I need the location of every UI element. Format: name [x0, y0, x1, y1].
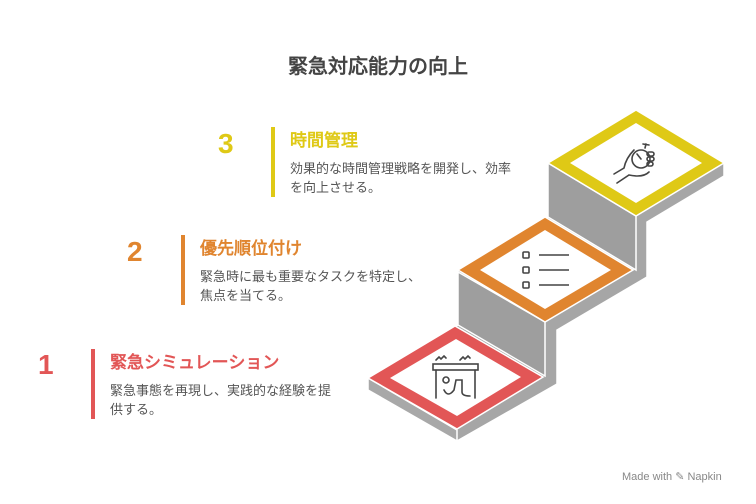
step-2-number: 2	[127, 236, 143, 267]
step-3-tile-inner	[570, 123, 702, 203]
step-1-heading: 緊急シミュレーション	[110, 353, 280, 373]
step-1-bar	[91, 349, 95, 419]
checklist-icon	[522, 251, 569, 289]
step-1-number: 1	[38, 349, 54, 380]
step-3-description: 効果的な時間管理戦略を開発し、効率を向上させる。	[290, 162, 512, 196]
napkin-credit[interactable]: Made with ✎ Napkin	[622, 471, 722, 483]
step-1-description: 緊急事態を再現し、実践的な経験を提供する。	[110, 384, 332, 418]
step-2-bar	[181, 235, 185, 305]
step-1-tile-inner	[390, 339, 521, 416]
hand-stopwatch-icon	[613, 143, 655, 184]
step-2-heading: 優先順位付け	[200, 239, 302, 259]
step-3-heading: 時間管理	[290, 131, 358, 151]
fire-escape-icon	[432, 354, 479, 399]
page-title: 緊急対応能力の向上	[288, 54, 468, 78]
step-3-bar	[271, 127, 275, 197]
step-3-number: 3	[218, 128, 234, 159]
step-2-description: 緊急時に最も重要なタスクを特定し、焦点を当てる。	[200, 270, 422, 304]
